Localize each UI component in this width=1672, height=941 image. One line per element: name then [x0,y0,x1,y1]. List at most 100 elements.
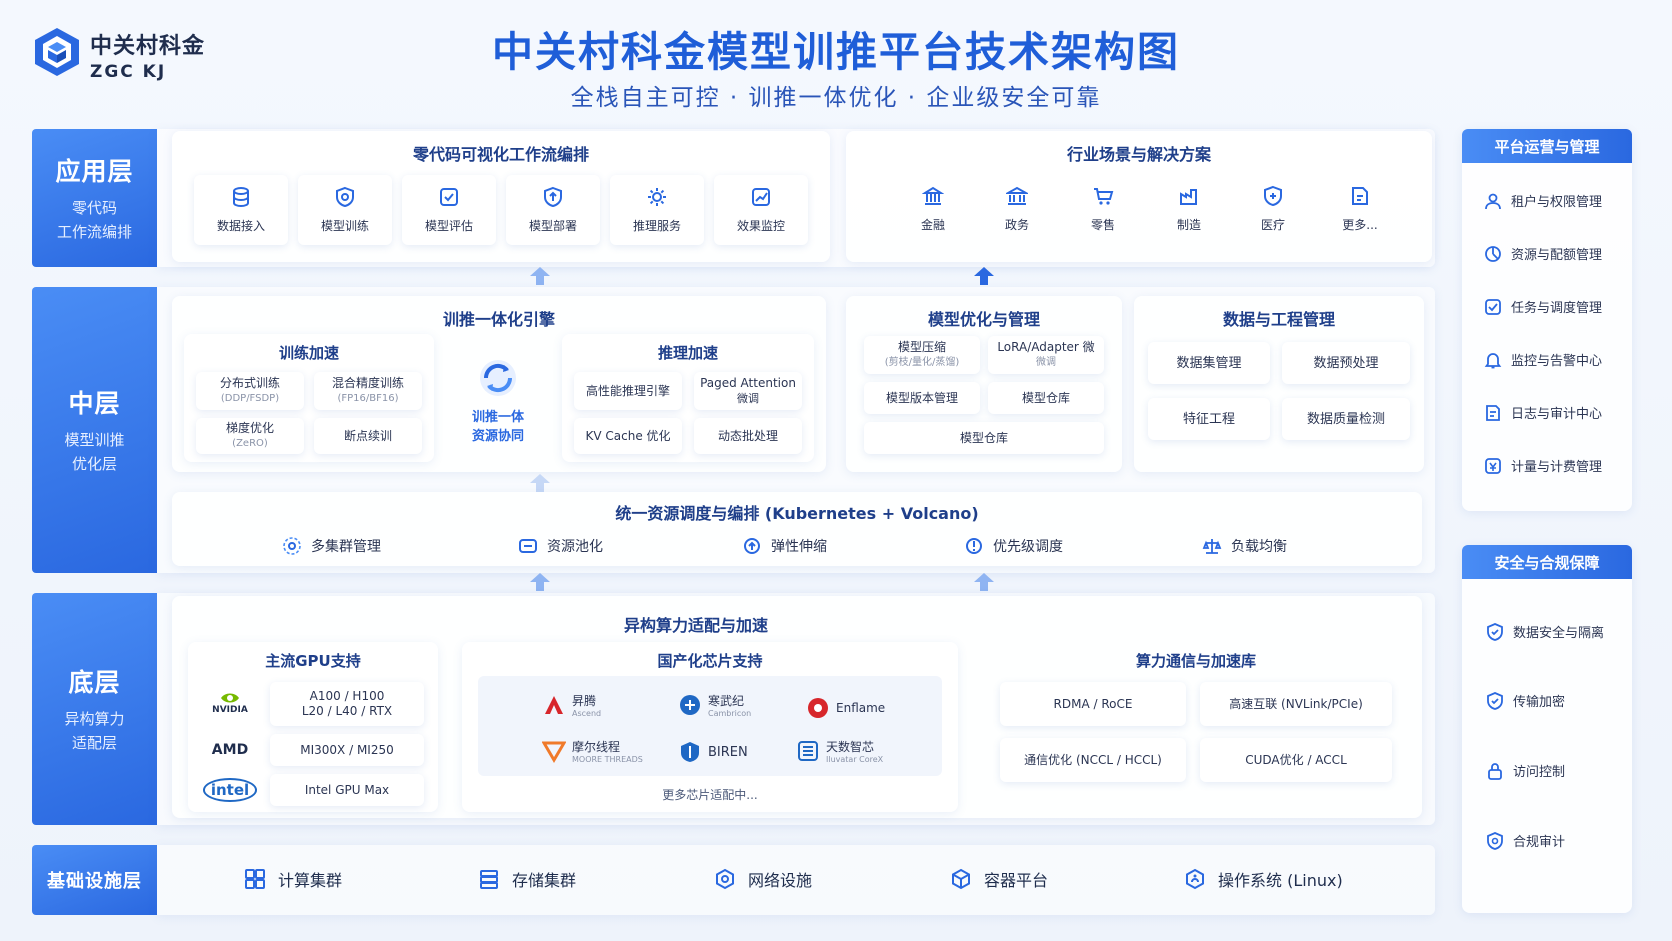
chip-biren[interactable]: BIREN [678,740,748,764]
card-data-quality[interactable]: 数据质量检测 [1282,398,1410,440]
card-gpu-intel[interactable]: Intel GPU Max [270,774,424,806]
scheduler-item-priority[interactable]: 优先级调度 [964,536,1063,556]
card-label: 高性能推理引擎 [585,383,670,398]
ops-item-label: 租户与权限管理 [1511,195,1603,210]
card-lora[interactable]: LoRA/Adapter 微微调 [988,336,1104,374]
medical-shield-icon [1264,185,1282,207]
cart-icon [1094,188,1114,205]
chip-name: 天数智芯 [826,740,875,754]
card-model-repo[interactable]: 模型仓库 [988,382,1104,414]
workflow-item-deploy[interactable]: 模型部署 [506,175,600,245]
security-item-label: 数据安全与隔离 [1513,626,1605,641]
scheduler-item-scale[interactable]: 弹性伸缩 [742,536,827,556]
scheduler-item-multicluster[interactable]: 多集群管理 [282,536,381,556]
scheduler-panel: 统一资源调度与编排 (Kubernetes + Volcano) 多集群管理 资… [172,492,1422,566]
sync-cycle-icon [480,360,516,396]
card-model-repo-2[interactable]: 模型仓库 [864,422,1104,454]
security-item-audit[interactable]: 合规审计 [1486,831,1565,850]
industry-item-government[interactable]: 政务 [992,185,1042,233]
security-item-access[interactable]: 访问控制 [1486,761,1565,780]
card-label: 模型仓库 [959,430,1008,445]
card-gradient-opt[interactable]: 梯度优化(ZeRO) [196,418,304,454]
card-resume-train[interactable]: 断点续训 [314,418,422,454]
scheduler-item-balance[interactable]: 负载均衡 [1202,536,1287,556]
compute-cluster-icon [245,869,265,889]
infra-item-storage[interactable]: 存储集群 [478,867,576,891]
ops-item-task[interactable]: 任务与调度管理 [1484,297,1602,316]
card-label: RDMA / RoCE [1053,696,1133,711]
chip-sub: Cambricon [708,709,752,718]
ops-item-log[interactable]: 日志与审计中心 [1484,403,1602,422]
model-mgmt-title: 模型优化与管理 [927,310,1040,329]
card-mixed-precision[interactable]: 混合精度训练(FP16/BF16) [314,372,422,410]
card-sublabel: (DDP/FSDP) [220,393,280,404]
card-label: 模型压缩 [897,340,946,354]
user-icon [1485,193,1501,209]
card-label: 模型版本管理 [885,390,958,405]
brand-name-cn: 中关村科金 [90,34,206,59]
more-icon [1352,187,1368,205]
card-label: 数据质量检测 [1306,411,1385,427]
band-infra [157,845,1435,915]
industry-item-retail[interactable]: 零售 [1078,185,1128,233]
arrow-up-icon [530,573,550,591]
card-distributed-train[interactable]: 分布式训练(DDP/FSDP) [196,372,304,410]
workflow-item-inference[interactable]: 推理服务 [610,175,704,245]
card-rdma[interactable]: RDMA / RoCE [1000,682,1186,726]
workflow-item-train[interactable]: 模型训练 [298,175,392,245]
ops-item-billing[interactable]: 计量与计费管理 [1484,456,1602,475]
workflow-item-eval[interactable]: 模型评估 [402,175,496,245]
layer-app-sub2: 工作流编排 [56,223,132,241]
card-model-version[interactable]: 模型版本管理 [864,382,980,414]
ops-item-quota[interactable]: 资源与配额管理 [1484,244,1602,263]
industry-item-more[interactable]: 更多... [1330,185,1390,233]
card-kv-cache[interactable]: KV Cache 优化 [574,418,682,454]
infra-item-network[interactable]: 网络设施 [714,867,812,891]
card-feature-eng[interactable]: 特征工程 [1148,398,1270,440]
pool-icon [519,539,537,553]
industry-item-manufacturing[interactable]: 制造 [1164,185,1214,233]
card-preprocess[interactable]: 数据预处理 [1282,342,1410,384]
infra-item-label: 计算集群 [278,871,343,890]
security-item-data[interactable]: 数据安全与隔离 [1486,622,1604,641]
card-dynamic-batch[interactable]: 动态批处理 [694,418,802,454]
ops-item-alarm[interactable]: 监控与告警中心 [1484,350,1602,369]
infra-item-container[interactable]: 容器平台 [950,867,1048,891]
card-gpu-amd[interactable]: MI300X / MI250 [270,734,424,766]
ops-item-label: 监控与告警中心 [1511,354,1603,369]
scheduler-item-pool[interactable]: 资源池化 [518,536,603,556]
arrow-up-icon [530,267,550,285]
card-nccl[interactable]: 通信优化 (NCCL / HCCL) [1000,738,1186,782]
ops-item-tenant[interactable]: 租户与权限管理 [1484,191,1602,210]
workflow-item-monitor[interactable]: 效果监控 [714,175,808,245]
card-infer-engine[interactable]: 高性能推理引擎 [574,372,682,410]
industry-item-medical[interactable]: 医疗 [1248,185,1298,233]
security-item-encrypt[interactable]: 传输加密 [1486,691,1565,710]
card-nvlink[interactable]: 高速互联 (NVLink/PCIe) [1200,682,1392,726]
card-cuda[interactable]: CUDA优化 / ACCL [1200,738,1392,782]
card-dataset[interactable]: 数据集管理 [1148,342,1270,384]
os-icon [1186,868,1204,890]
amd-logo: AMD [200,736,260,764]
workflow-item-data-ingest[interactable]: 数据接入 [194,175,288,245]
page-title: 中关村科金模型训推平台技术架构图 [492,28,1180,76]
industry-item-finance[interactable]: 金融 [908,185,958,233]
engine-center-l2: 资源协同 [471,429,524,444]
card-label: CUDA优化 / ACCL [1245,752,1347,767]
infra-item-os[interactable]: 操作系统 (Linux) [1184,867,1343,891]
workflow-item-label: 数据接入 [216,219,265,233]
intel-logo: intel [200,776,260,804]
industry-item-label: 医疗 [1260,218,1285,232]
ascend-logo-icon [545,696,563,714]
card-model-compress[interactable]: 模型压缩(剪枝/量化/蒸馏) [864,336,980,374]
chip-enflame[interactable]: Enflame [806,696,885,720]
infra-item-compute[interactable]: 计算集群 [244,867,342,891]
gpu-vendor: intel [202,778,258,802]
